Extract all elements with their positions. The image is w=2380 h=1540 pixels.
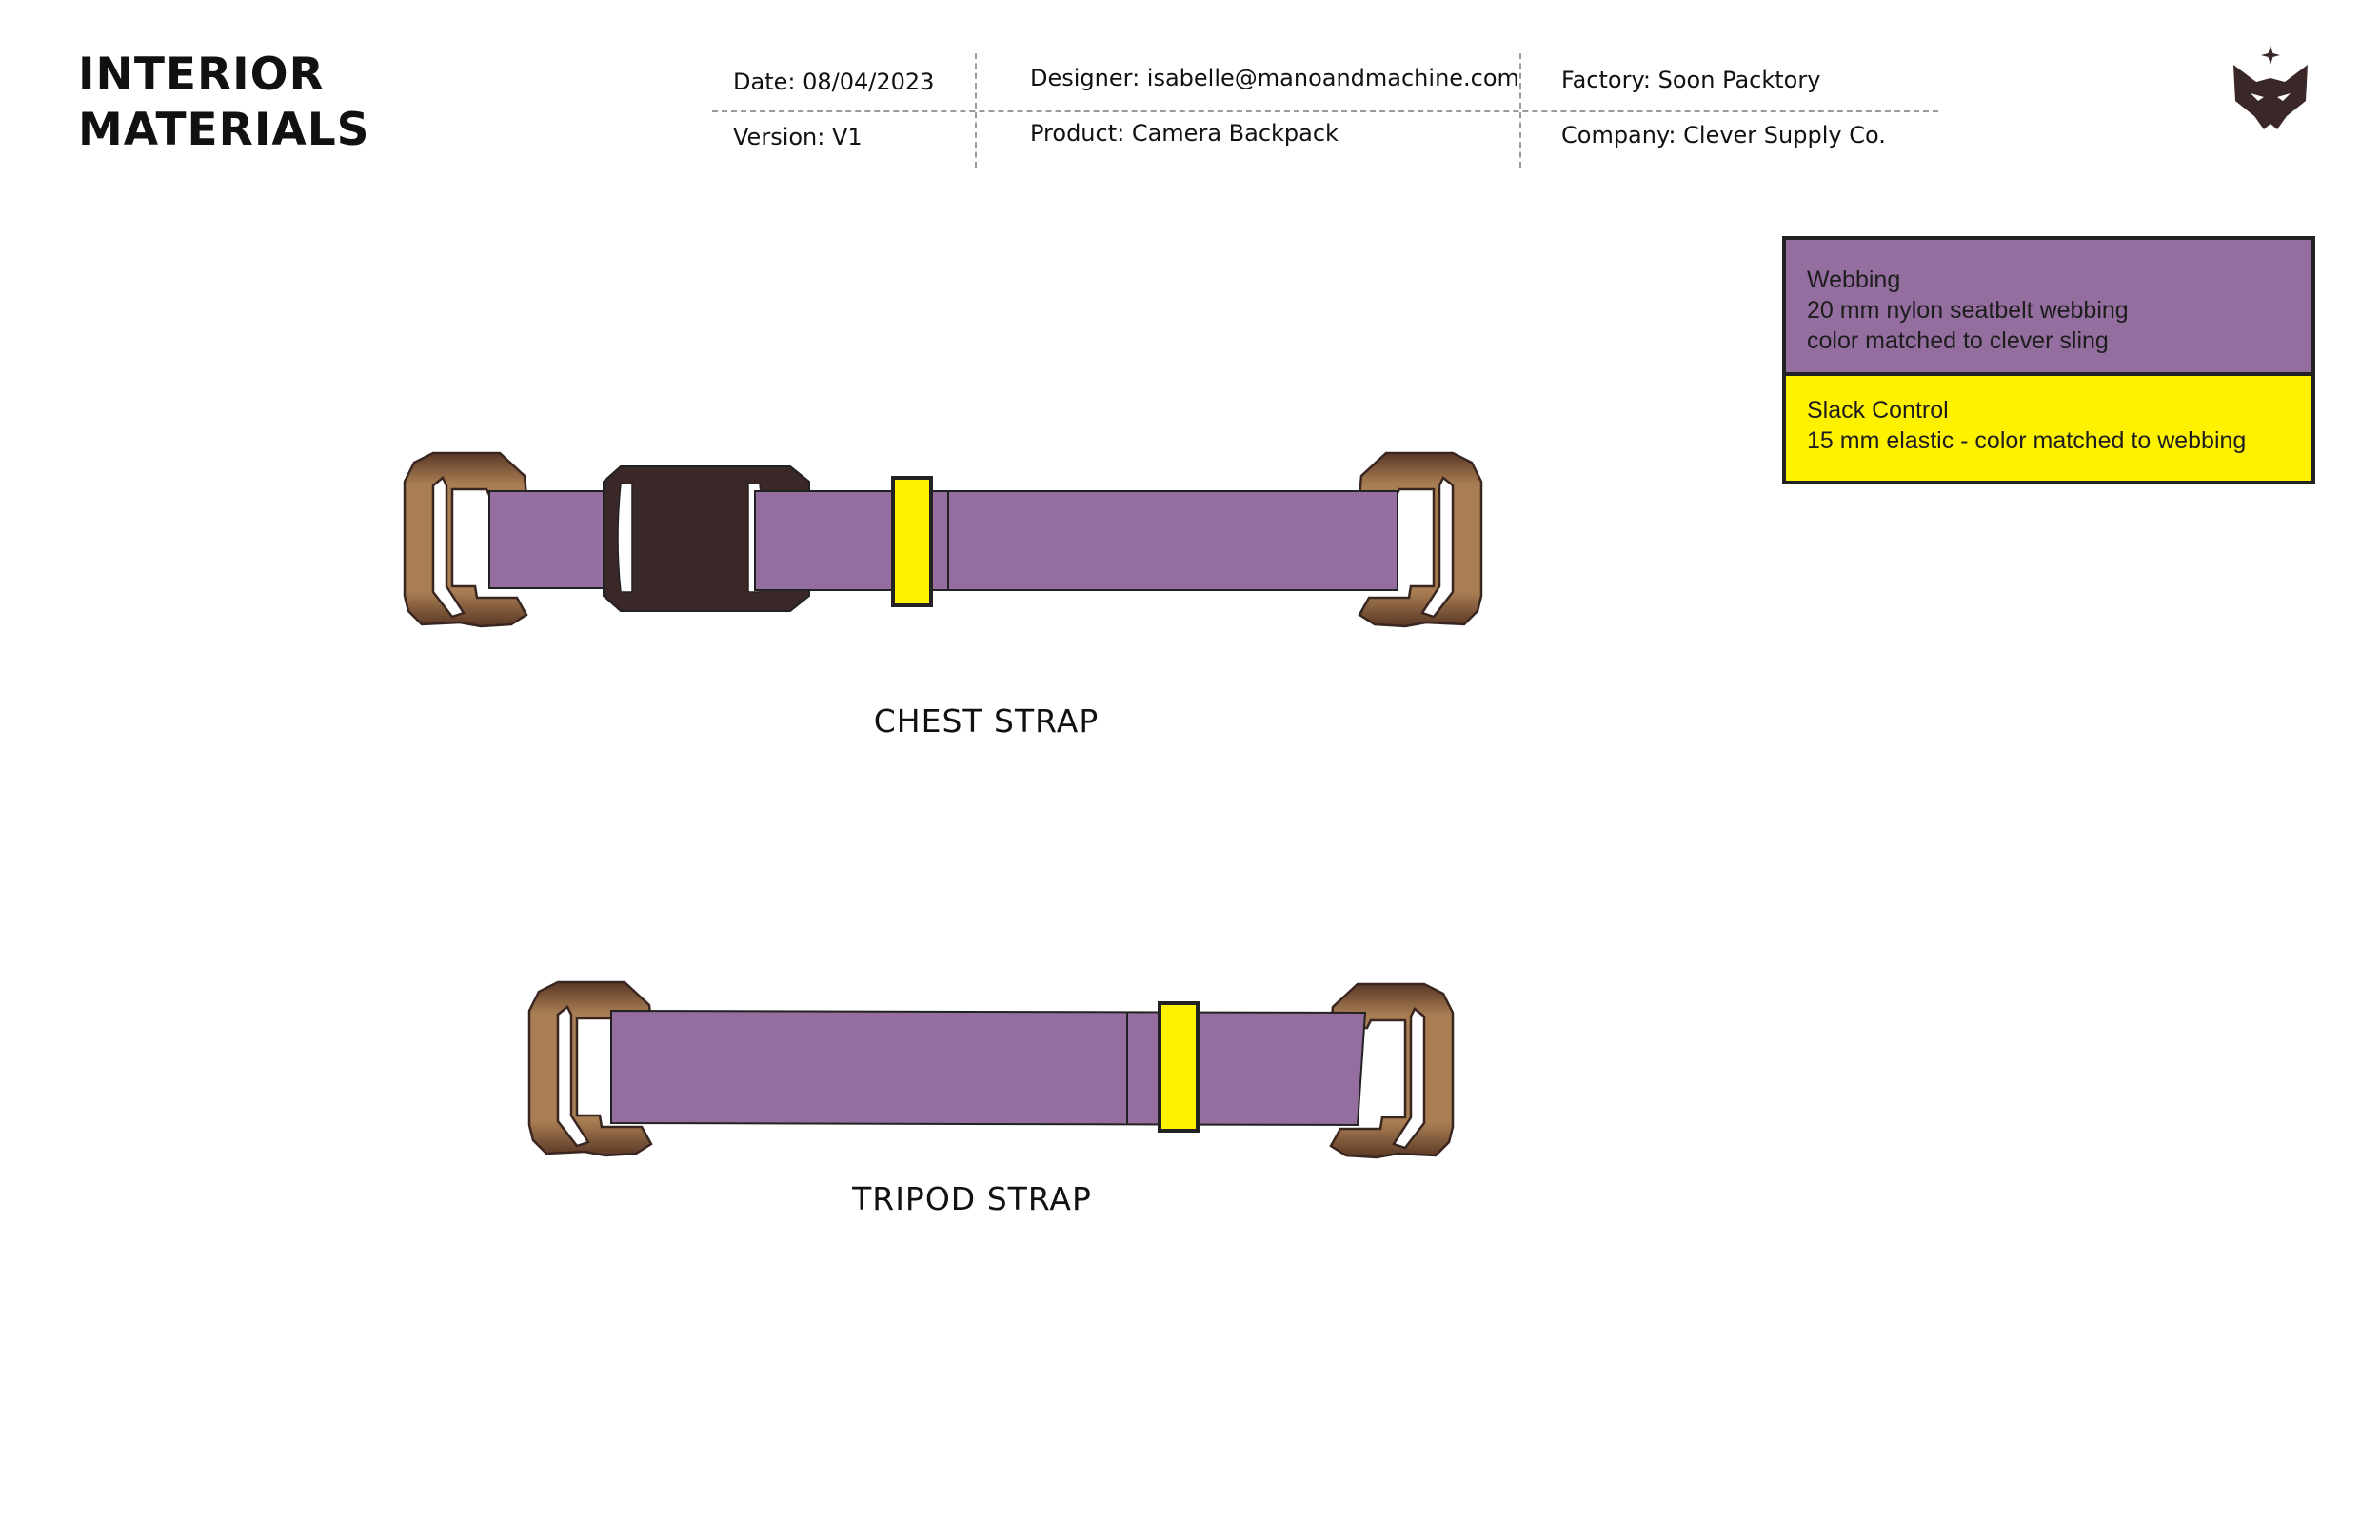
designer-field: Designer: isabelle@manoandmachine.com bbox=[1030, 65, 1519, 91]
chest-strap-webbing-right bbox=[754, 490, 1398, 591]
page-title-line2: MATERIALS bbox=[78, 104, 370, 156]
legend-webbing: Webbing 20 mm nylon seatbelt webbing col… bbox=[1786, 240, 2311, 376]
tripod-strap-webbing bbox=[610, 1009, 1367, 1127]
factory-field: Factory: Soon Packtory bbox=[1561, 67, 1821, 93]
fox-head-star-icon bbox=[2233, 46, 2308, 129]
tripod-strap-elastic-keeper bbox=[1158, 1001, 1200, 1133]
tripod-strap-label: TRIPOD STRAP bbox=[852, 1180, 1092, 1217]
legend-webbing-title: Webbing bbox=[1807, 267, 1901, 293]
date-field: Date: 08/04/2023 bbox=[733, 69, 935, 95]
legend-slack-control: Slack Control 15 mm elastic - color matc… bbox=[1786, 376, 2311, 481]
header-divider-horizontal bbox=[712, 110, 1938, 112]
page-title-line1: INTERIOR bbox=[78, 49, 325, 101]
chest-strap-diagram bbox=[403, 451, 1483, 628]
page-title: INTERIOR MATERIALS bbox=[78, 48, 370, 158]
legend-elastic-title: Slack Control bbox=[1807, 397, 1949, 424]
tripod-strap-diagram bbox=[527, 980, 1455, 1159]
header-divider-vertical bbox=[1519, 53, 1521, 168]
chest-strap-elastic-keeper bbox=[891, 476, 933, 607]
version-field: Version: V1 bbox=[733, 124, 863, 150]
product-field: Product: Camera Backpack bbox=[1030, 120, 1339, 147]
legend-webbing-line2: color matched to clever sling bbox=[1807, 327, 2109, 354]
company-field: Company: Clever Supply Co. bbox=[1561, 122, 1886, 148]
materials-legend: Webbing 20 mm nylon seatbelt webbing col… bbox=[1782, 236, 2315, 484]
buckle-slot-left bbox=[617, 483, 633, 593]
chest-strap-label: CHEST STRAP bbox=[873, 702, 1100, 740]
spec-header: Date: 08/04/2023 Version: V1 Designer: i… bbox=[712, 53, 1938, 168]
header-divider-vertical bbox=[975, 53, 977, 168]
legend-webbing-line1: 20 mm nylon seatbelt webbing bbox=[1807, 297, 2129, 324]
legend-elastic-line1: 15 mm elastic - color matched to webbing bbox=[1807, 427, 2247, 454]
